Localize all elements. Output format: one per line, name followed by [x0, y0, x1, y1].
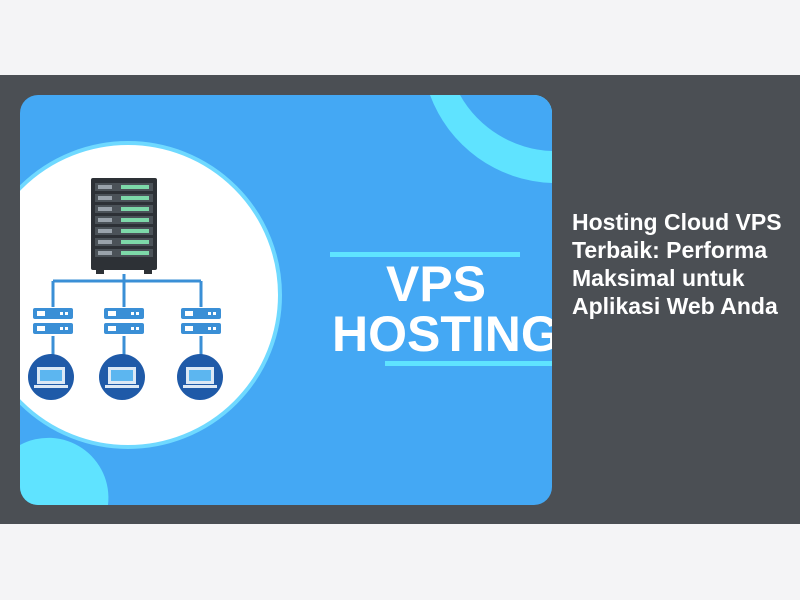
hero-line-vps: VPS [386, 256, 486, 312]
network-lines [51, 274, 203, 357]
accent-line-bottom [385, 361, 552, 366]
laptop-icon [28, 354, 223, 400]
switch-icon [33, 308, 221, 334]
featured-image[interactable]: VPS HOSTING [20, 95, 552, 505]
article-title[interactable]: Hosting Cloud VPS Terbaik: Performa Maks… [572, 209, 782, 319]
accent-line-top [330, 252, 520, 257]
vps-hosting-illustration: VPS HOSTING [20, 95, 552, 505]
corner-arc-bottom-left [20, 437, 109, 505]
hero-line-hosting: HOSTING [332, 306, 552, 362]
server-rack-icon [91, 178, 157, 274]
